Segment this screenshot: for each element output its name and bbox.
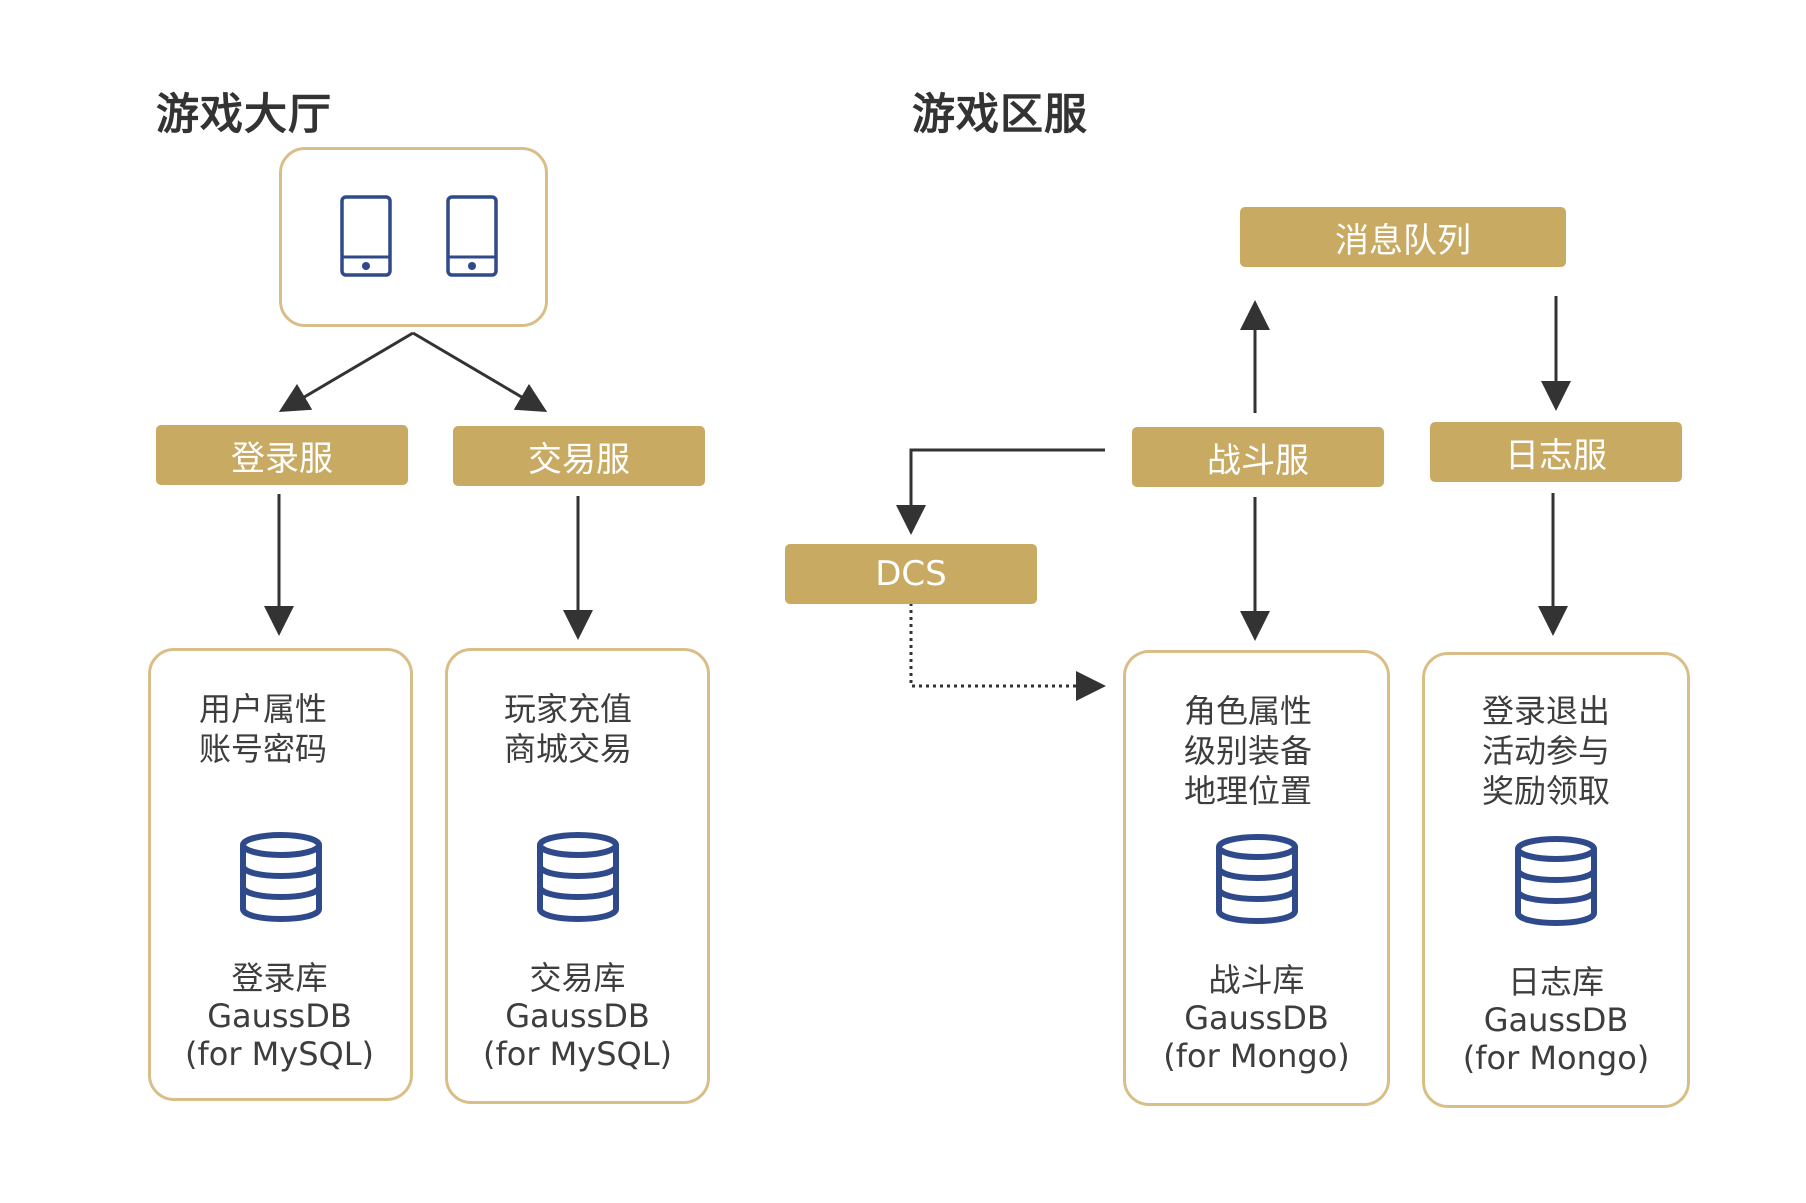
- db-description: 登录退出 活动参与 奖励领取: [1482, 692, 1611, 810]
- database-icon: [536, 832, 619, 923]
- db-description: 用户属性 账号密码: [199, 690, 328, 768]
- battle-db-card: 角色属性 级别装备 地理位置 战斗库 GaussDB (for Mongo): [1123, 650, 1390, 1106]
- phone-icon: [446, 195, 498, 277]
- trade-service: 交易服: [453, 426, 705, 486]
- db-name: 战斗库 GaussDB (for Mongo): [1163, 961, 1350, 1075]
- db-name: 日志库 GaussDB (for Mongo): [1462, 963, 1650, 1077]
- database-icon: [1515, 836, 1597, 927]
- zone-title: 游戏区服: [912, 90, 1088, 140]
- database-icon: [239, 832, 322, 923]
- trade-db-card: 玩家充值 商城交易 交易库 GaussDB (for MySQL): [445, 648, 710, 1104]
- database-icon: [1215, 834, 1298, 925]
- message-queue: 消息队列: [1240, 207, 1566, 267]
- db-description: 玩家充值 商城交易: [504, 690, 633, 768]
- db-name: 交易库 GaussDB (for MySQL): [482, 959, 672, 1073]
- login-db-card: 用户属性 账号密码 登录库 GaussDB (for MySQL): [148, 648, 413, 1101]
- arrow-dcs-to-battle-db: [909, 603, 1106, 701]
- lobby-title: 游戏大厅: [156, 90, 332, 140]
- arrow-devices-to-login: [278, 331, 414, 413]
- log-service: 日志服: [1430, 422, 1682, 482]
- battle-service: 战斗服: [1132, 427, 1384, 487]
- db-description: 角色属性 级别装备 地理位置: [1184, 692, 1313, 810]
- arrow-battle-to-dcs: [896, 448, 1105, 535]
- client-devices-box: [279, 147, 548, 327]
- dcs-cache: DCS: [785, 544, 1037, 604]
- login-service: 登录服: [156, 425, 408, 485]
- db-name: 登录库 GaussDB (for MySQL): [184, 959, 374, 1073]
- log-db-card: 登录退出 活动参与 奖励领取 日志库 GaussDB (for Mongo): [1422, 652, 1690, 1108]
- phone-icon: [340, 195, 392, 277]
- arrow-devices-to-trade: [412, 331, 548, 413]
